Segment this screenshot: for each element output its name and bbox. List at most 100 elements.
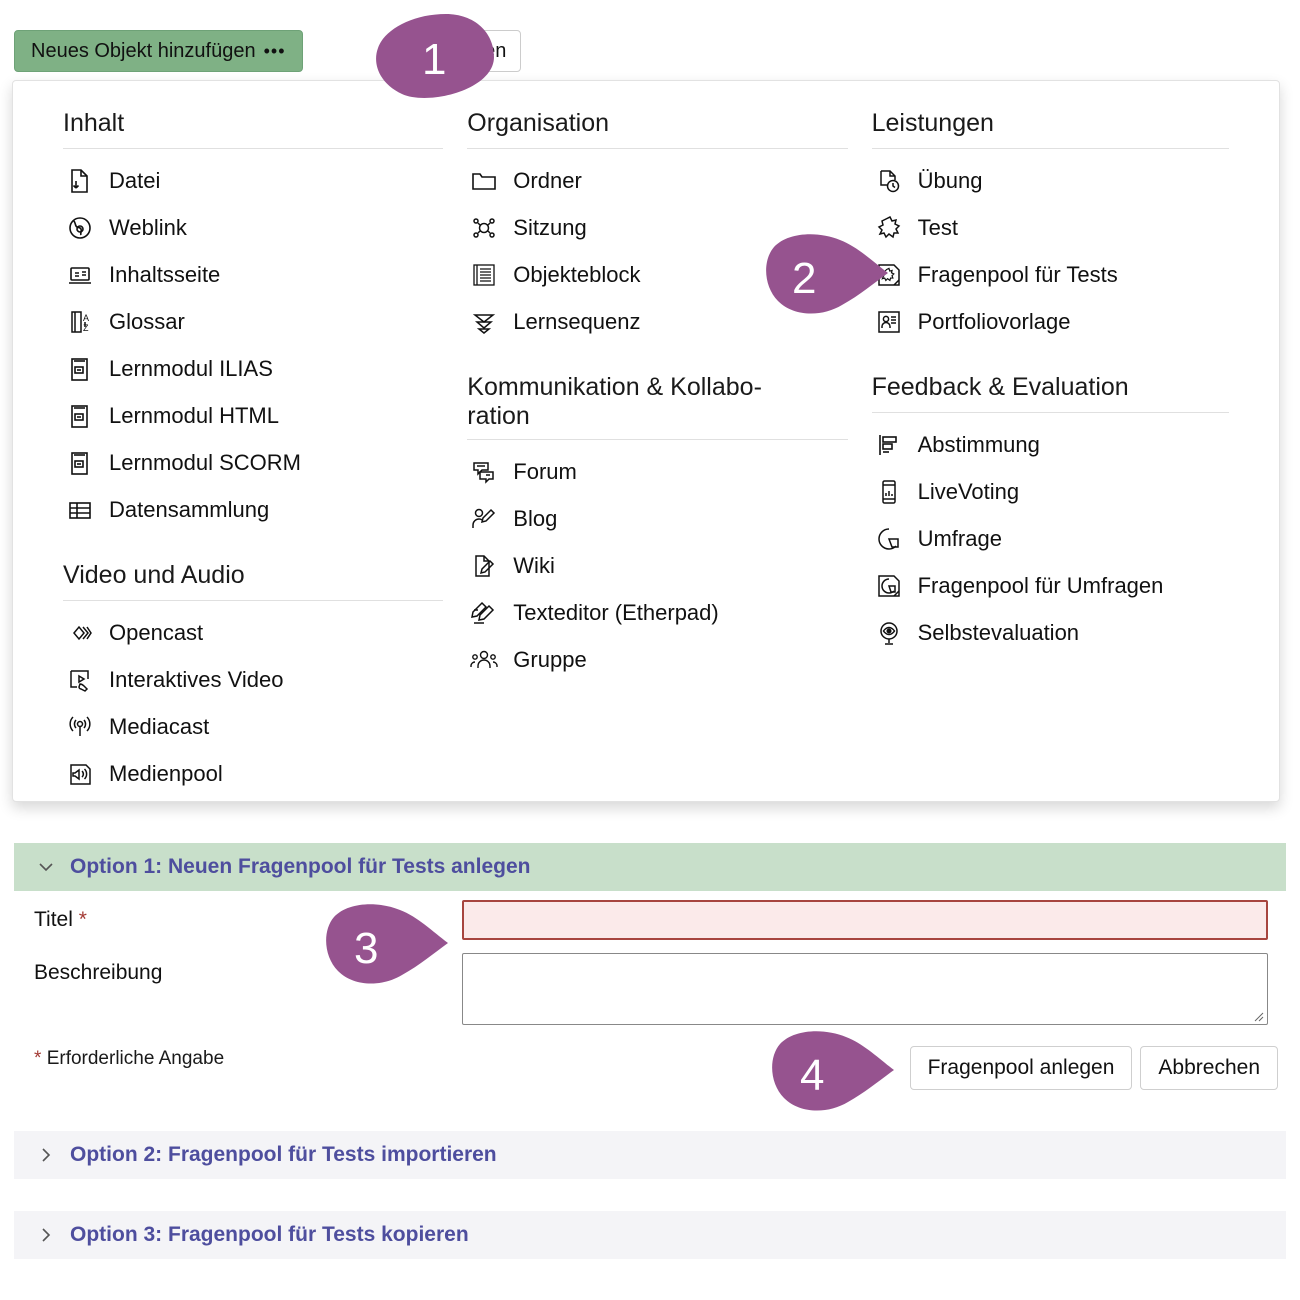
menu-item-label: Glossar <box>109 308 185 334</box>
menu-item-inhaltsseite[interactable]: Inhaltsseite <box>51 251 455 298</box>
form-actions: Fragenpool anlegen Abbrechen <box>909 1046 1278 1090</box>
self-evaluation-eye-icon <box>874 618 904 648</box>
menu-item-label: Gruppe <box>513 646 587 672</box>
toolbar: Neues Objekt hinzufügen ••• alten <box>0 0 1300 86</box>
learning-module-icon <box>65 401 95 431</box>
menu-item-ordner[interactable]: Ordner <box>455 157 859 204</box>
speaker-icon <box>65 759 95 789</box>
menu-item-abstimmung[interactable]: Abstimmung <box>860 421 1241 468</box>
resize-handle-icon[interactable] <box>1250 1008 1264 1022</box>
description-textarea[interactable] <box>462 953 1268 1025</box>
callout-marker-4: 4 <box>768 1030 896 1112</box>
survey-pie-icon <box>874 524 904 554</box>
option-2-label: Option 2: Fragenpool für Tests importier… <box>70 1143 497 1166</box>
menu-item-label: Inhaltsseite <box>109 261 221 287</box>
menu-item-label: Übung <box>917 167 983 193</box>
group-title: Leistungen <box>871 109 994 137</box>
menu-item-label: Datensammlung <box>109 496 270 522</box>
table-icon <box>65 495 95 525</box>
menu-item-wiki[interactable]: Wiki <box>455 542 859 589</box>
menu-item-lernmodul-html[interactable]: Lernmodul HTML <box>51 392 455 439</box>
menu-item-label: Wiki <box>513 552 555 578</box>
menu-item-label: Abstimmung <box>917 431 1040 457</box>
menu-item-fragenpool-fuer-umfragen[interactable]: Fragenpool für Umfragen <box>860 562 1241 609</box>
option-2-accordion-header[interactable]: Option 2: Fragenpool für Tests importier… <box>14 1131 1286 1179</box>
svg-text:A: A <box>83 313 89 323</box>
menu-item-sitzung[interactable]: Sitzung <box>455 204 859 251</box>
menu-item-lernmodul-scorm[interactable]: Lernmodul SCORM <box>51 439 455 486</box>
menu-item-blog[interactable]: Blog <box>455 495 859 542</box>
menu-item-portfoliovorlage[interactable]: Portfoliovorlage <box>860 298 1241 345</box>
divider <box>871 148 1229 149</box>
learning-module-icon <box>65 354 95 384</box>
menu-item-label: Lernsequenz <box>513 308 641 334</box>
menu-item-livevoting[interactable]: LiveVoting <box>860 468 1241 515</box>
cancel-button[interactable]: Abbrechen <box>1140 1046 1278 1090</box>
menu-item-selbstevaluation[interactable]: Selbstevaluation <box>860 609 1241 656</box>
callout-number: 2 <box>792 254 817 303</box>
menu-item-label: Mediacast <box>109 713 210 739</box>
group-title: Feedback & Evaluation <box>871 373 1129 401</box>
group-title: Inhalt <box>63 109 125 137</box>
create-button-label: Fragenpool anlegen <box>927 1056 1115 1079</box>
menu-item-label: Objekteblock <box>513 261 641 287</box>
menu-item-lernsequenz[interactable]: Lernsequenz <box>455 298 859 345</box>
group-title-line1: Kommunikation & Kollabo- <box>467 373 762 401</box>
menu-item-label: Weblink <box>109 214 187 240</box>
object-block-icon <box>469 260 499 290</box>
menu-item-mediacast[interactable]: Mediacast <box>51 703 455 750</box>
opencast-diamond-icon <box>65 618 95 648</box>
menu-item-lernmodul-ilias[interactable]: Lernmodul ILIAS <box>51 345 455 392</box>
option-3-label: Option 3: Fragenpool für Tests kopieren <box>70 1223 469 1246</box>
callout-number: 4 <box>800 1051 825 1100</box>
chevron-right-icon <box>36 1225 56 1245</box>
callout-marker-3: 3 <box>322 903 450 985</box>
menu-item-texteditor-etherpad[interactable]: Texteditor (Etherpad) <box>455 589 859 636</box>
callout-marker-1: 1 <box>366 12 496 102</box>
option-3-accordion-header[interactable]: Option 3: Fragenpool für Tests kopieren <box>14 1211 1286 1259</box>
required-note-text: Erforderliche Angabe <box>46 1048 225 1069</box>
menu-item-label: Opencast <box>109 619 204 645</box>
add-new-object-label: Neues Objekt hinzufügen <box>31 39 256 62</box>
create-question-pool-button[interactable]: Fragenpool anlegen <box>909 1046 1133 1090</box>
menu-item-fragenpool-fuer-tests[interactable]: Fragenpool für Tests <box>860 251 1241 298</box>
menu-item-weblink[interactable]: Weblink <box>51 204 455 251</box>
learning-sequence-icon <box>469 307 499 337</box>
menu-item-interaktives-video[interactable]: Interaktives Video <box>51 656 455 703</box>
title-label: Titel * <box>14 900 462 932</box>
add-new-object-button[interactable]: Neues Objekt hinzufügen ••• <box>14 30 303 72</box>
description-label: Beschreibung <box>34 961 163 984</box>
menu-item-label: Medienpool <box>109 760 223 786</box>
title-input[interactable] <box>462 900 1268 940</box>
option-1-accordion-header[interactable]: Option 1: Neuen Fragenpool für Tests anl… <box>14 843 1286 891</box>
divider <box>467 148 848 149</box>
required-note: * Erforderliche Angabe <box>34 1048 224 1070</box>
menu-item-test[interactable]: Test <box>860 204 1241 251</box>
menu-item-label: Ordner <box>513 167 582 193</box>
menu-item-forum[interactable]: Forum <box>455 448 859 495</box>
menu-item-label: Lernmodul SCORM <box>109 449 301 475</box>
menu-item-medienpool[interactable]: Medienpool <box>51 750 455 797</box>
menu-item-opencast[interactable]: Opencast <box>51 609 455 656</box>
ellipsis-icon: ••• <box>263 41 286 61</box>
group-organisation: Organisation Ordner Sitzung Objekteblock <box>455 109 859 345</box>
menu-item-datei[interactable]: Datei <box>51 157 455 204</box>
menu-item-label: Fragenpool für Tests <box>917 261 1118 287</box>
callout-number: 1 <box>422 35 447 84</box>
menu-item-gruppe[interactable]: Gruppe <box>455 636 859 683</box>
menu-item-uebung[interactable]: Übung <box>860 157 1241 204</box>
folder-icon <box>469 166 499 196</box>
test-puzzle-icon <box>874 213 904 243</box>
chevron-right-icon <box>36 1145 56 1165</box>
menu-item-label: Fragenpool für Umfragen <box>917 572 1164 598</box>
menu-item-umfrage[interactable]: Umfrage <box>860 515 1241 562</box>
panel-column-2: Organisation Ordner Sitzung Objekteblock <box>455 109 859 797</box>
globe-icon <box>65 213 95 243</box>
menu-item-datensammlung[interactable]: Datensammlung <box>51 486 455 533</box>
menu-item-objekteblock[interactable]: Objekteblock <box>455 251 859 298</box>
menu-item-label: Blog <box>513 505 558 531</box>
